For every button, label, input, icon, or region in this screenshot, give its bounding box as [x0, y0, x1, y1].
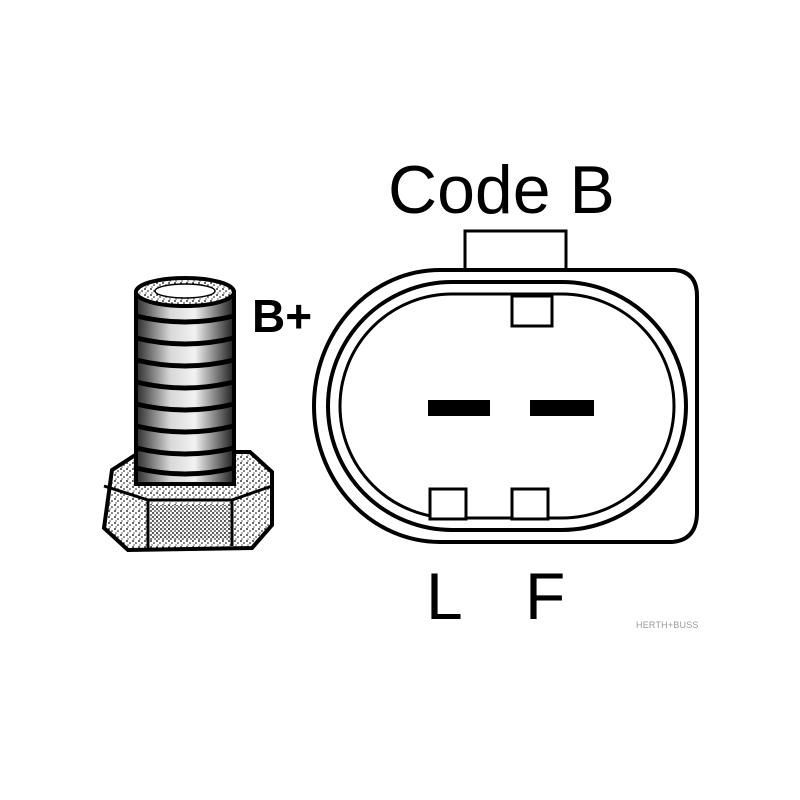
- contact-blade-left: [428, 400, 490, 416]
- connector-housing: [312, 229, 699, 544]
- battery-terminal-label: B+: [252, 290, 313, 342]
- contact-blade-right: [530, 400, 594, 416]
- pin-notch-f: [510, 487, 550, 521]
- top-key-notch: [510, 294, 554, 328]
- brand-watermark: HERTH+BUSS: [636, 620, 699, 630]
- threaded-shaft: [134, 276, 236, 486]
- pin-notch-l: [428, 487, 468, 521]
- code-key-bracket: [463, 229, 568, 270]
- pin-l-label: L: [426, 559, 463, 633]
- connector-code-label: Code B: [388, 152, 615, 228]
- housing-cavity: [338, 292, 676, 520]
- b-plus-bolt: [101, 276, 274, 553]
- pin-f-label: F: [525, 559, 566, 633]
